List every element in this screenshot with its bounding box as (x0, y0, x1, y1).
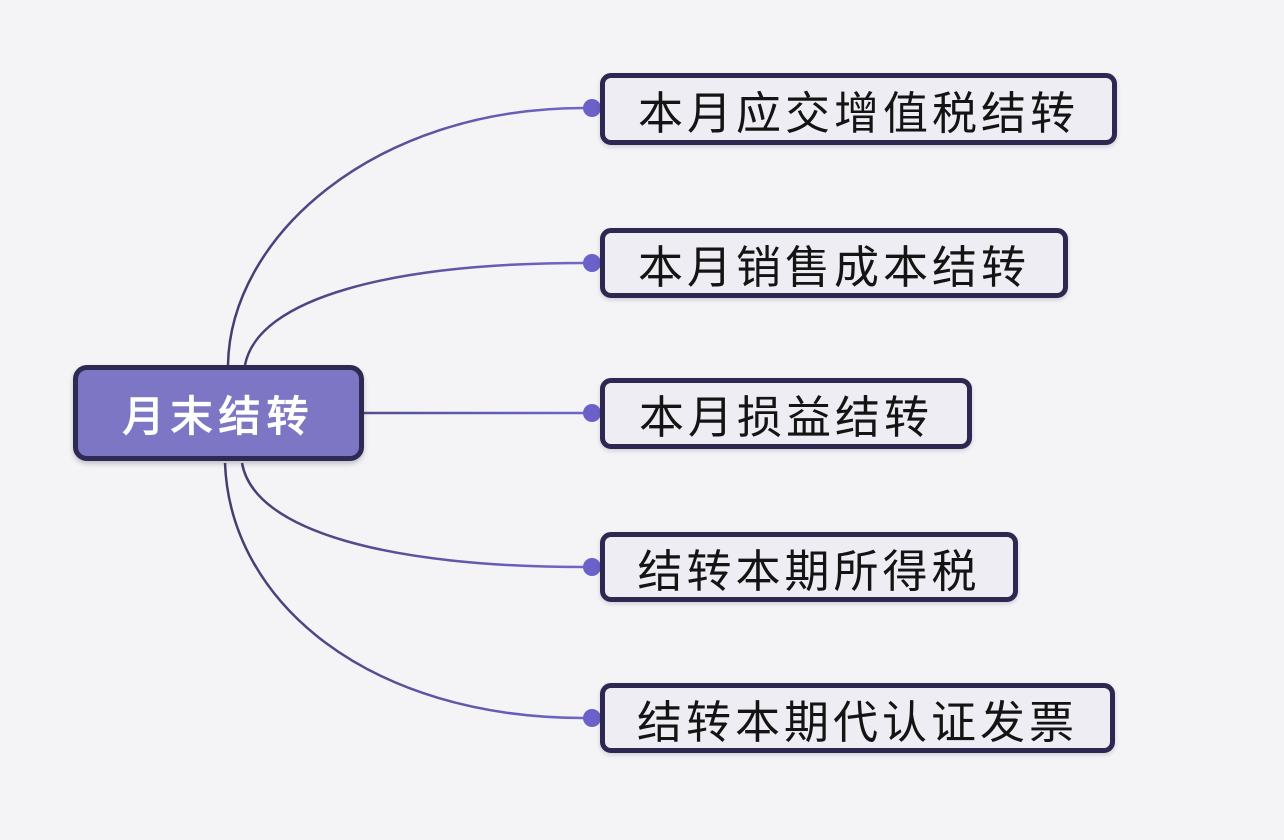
connector-dot-4 (583, 558, 601, 576)
connector-line-5 (223, 462, 585, 720)
connector-dot-1 (583, 99, 601, 117)
connector-dot-5 (583, 709, 601, 727)
connector-dot-2 (583, 254, 601, 272)
child-node-sales-cost-carryover[interactable]: 本月销售成本结转 (600, 228, 1068, 298)
connector-dot-3 (583, 404, 601, 422)
child-node-certified-invoice-carryover[interactable]: 结转本期代认证发票 (600, 683, 1115, 753)
connector-line-2 (243, 261, 585, 366)
connector-line-1 (226, 106, 585, 366)
child-node-vat-carryover[interactable]: 本月应交增值税结转 (600, 73, 1117, 145)
child-node-profit-loss-carryover[interactable]: 本月损益结转 (600, 378, 972, 449)
connector-line-4 (240, 462, 585, 569)
root-node-month-end-carryover[interactable]: 月末结转 (73, 365, 364, 461)
child-node-income-tax-carryover[interactable]: 结转本期所得税 (600, 532, 1018, 602)
